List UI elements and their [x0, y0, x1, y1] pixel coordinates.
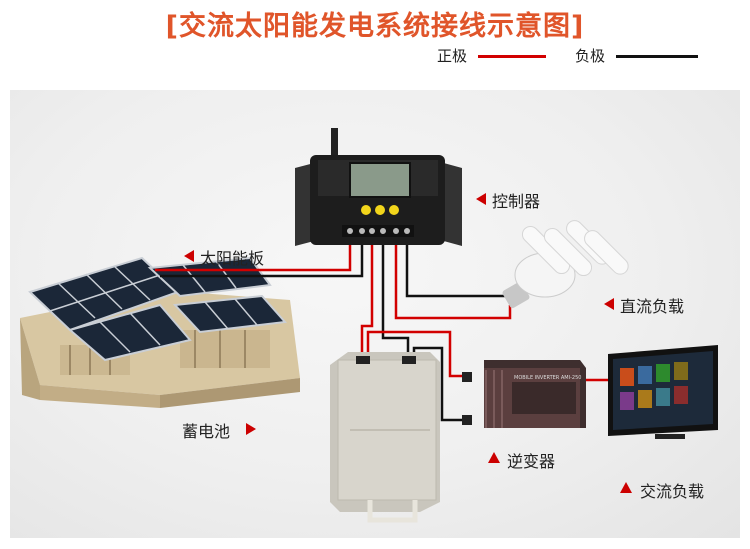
charge-controller [295, 128, 462, 246]
label-solar-panel: 太阳能板 [200, 249, 265, 268]
legend-negative-line [616, 55, 698, 58]
arrow-left-icon [476, 193, 486, 205]
label-inverter: 逆变器 [507, 452, 556, 471]
page-title: [交流太阳能发电系统接线示意图] [165, 11, 585, 42]
legend-positive-label: 正极 [437, 47, 468, 65]
arrow-up-icon [488, 452, 500, 463]
inverter: MOBILE INVERTER AMI-250 [462, 360, 586, 428]
label-controller: 控制器 [492, 192, 541, 211]
label-dc-load: 直流负载 [620, 297, 685, 316]
battery [330, 352, 440, 523]
arrow-up-icon [620, 482, 632, 493]
tv-ac-load [608, 345, 718, 439]
wiring [155, 235, 612, 422]
inverter-plate-text: MOBILE INVERTER AMI-250 [514, 375, 581, 381]
dc-load-lamp [502, 220, 629, 309]
arrow-left-icon [604, 298, 614, 310]
label-ac-load: 交流负载 [640, 482, 705, 501]
legend-positive-line [478, 55, 546, 58]
solar-panel-array [28, 256, 288, 362]
legend-negative-label: 负极 [575, 47, 606, 65]
label-battery: 蓄电池 [182, 422, 231, 441]
arrow-right-icon [246, 423, 256, 435]
arrow-left-icon [184, 250, 194, 262]
